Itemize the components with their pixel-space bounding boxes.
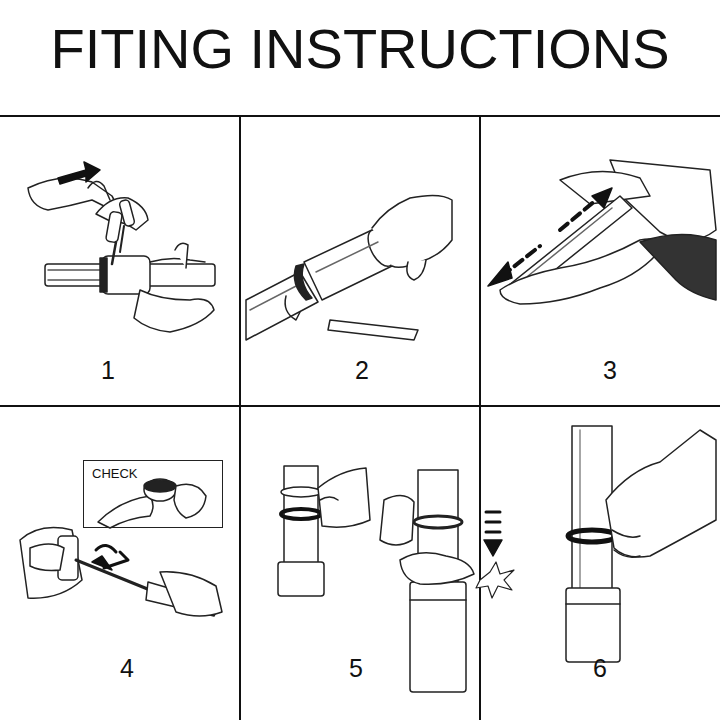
step-number: 2 [355,355,369,385]
step-panel: 1 [0,117,240,406]
step-panel: 3 [481,117,720,406]
check-inset: CHECK [83,460,223,528]
step-number: 1 [101,355,115,385]
step-number: 4 [120,653,134,683]
step-number: 5 [349,653,363,683]
step-5-illustration [278,466,514,692]
step-panel: 5 [241,407,480,720]
step-4-illustration [20,479,222,616]
step-number: 6 [593,653,607,683]
step-panel: 6 [481,407,720,720]
step-panel: 2 [241,117,480,406]
step-number: 3 [603,355,617,385]
step-2-illustration [246,195,452,340]
panel-grid [0,116,720,720]
step-panel: 4 CHECK [0,407,240,720]
inset-label: CHECK [92,466,138,482]
diagram-title: FITING INSTRUCTIONS [0,16,720,82]
step-3-illustration [488,160,716,304]
step-1-illustration [28,162,215,332]
step-6-illustration [566,426,716,662]
